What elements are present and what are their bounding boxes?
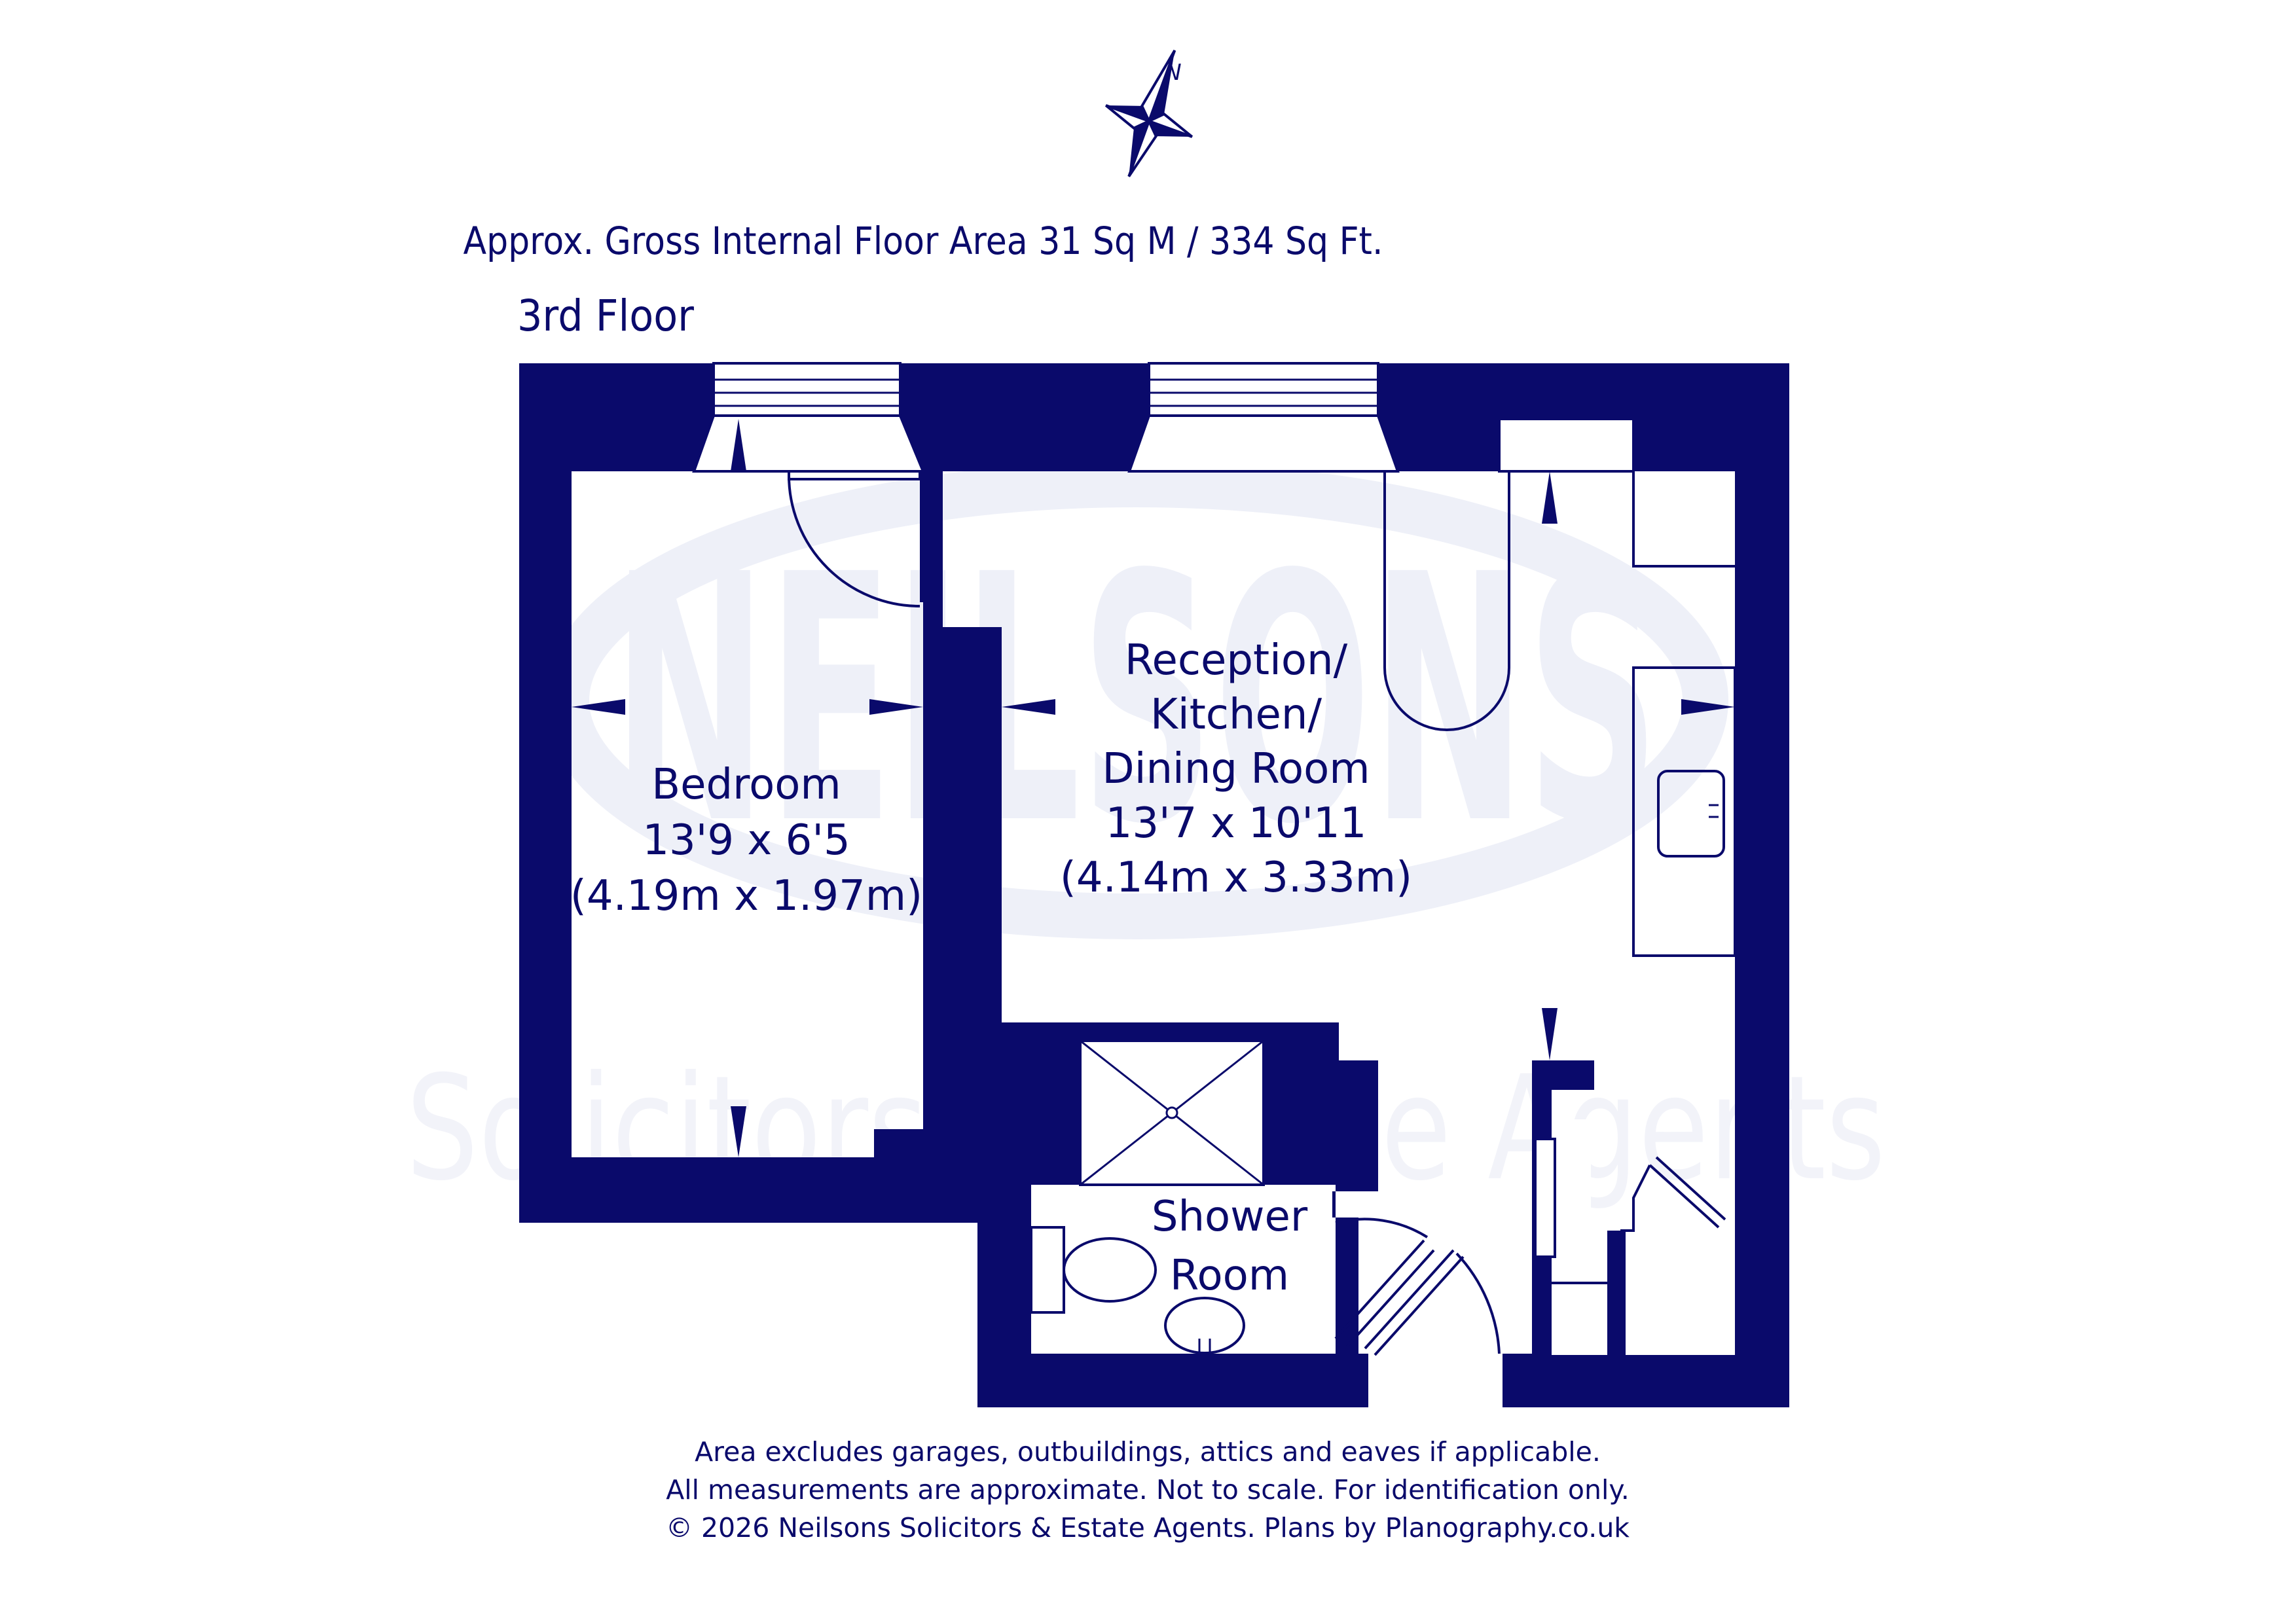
window-icon: [1127, 362, 1400, 473]
compass-north-letter: N: [1165, 60, 1181, 86]
door-swing-icon: [788, 470, 921, 607]
footer-line1: Area excludes garages, outbuildings, att…: [695, 1436, 1601, 1468]
window-icon: [692, 362, 925, 473]
sink-icon: [1657, 770, 1725, 857]
bedroom-dim-metric: (4.19m x 1.97m): [570, 872, 922, 920]
bedroom-label: Bedroom 13'9 x 6'5 (4.19m x 1.97m): [570, 761, 922, 920]
shower-tray-icon: [1079, 1039, 1265, 1186]
shower-line1: Shower: [1152, 1193, 1308, 1241]
compass-icon: [1104, 49, 1194, 177]
reception-label: Reception/ Kitchen/ Dining Room 13'7 x 1…: [1060, 636, 1412, 902]
footer-line2: All measurements are approximate. Not to…: [666, 1474, 1630, 1506]
floor-area-title: Approx. Gross Internal Floor Area 31 Sq …: [464, 219, 1383, 263]
reception-line3: Dining Room: [1102, 745, 1370, 793]
basin-icon: [1164, 1297, 1245, 1354]
bedroom-dim-imperial: 13'9 x 6'5: [642, 816, 850, 865]
kitchen-fittings: [1383, 471, 1736, 957]
window-icon: [1498, 418, 1635, 473]
reception-line1: Reception/: [1125, 636, 1348, 685]
shower-line2: Room: [1170, 1252, 1289, 1300]
walls: [519, 363, 1789, 1407]
floor-label: 3rd Floor: [517, 291, 695, 341]
reception-dim-metric: (4.14m x 3.33m): [1060, 854, 1412, 902]
dimension-arrow-icon: [572, 419, 1735, 1157]
door-swing-icon: [1334, 1218, 1501, 1356]
bedroom-name: Bedroom: [651, 761, 841, 809]
shower-room-label: Shower Room: [1152, 1193, 1308, 1300]
watermark-logo: NEILSONS: [612, 502, 1660, 899]
reception-line2: Kitchen/: [1150, 691, 1322, 739]
cupboard-fittings: [1534, 1138, 1726, 1284]
footer-line3: © 2026 Neilsons Solicitors & Estate Agen…: [666, 1512, 1630, 1543]
reception-dim-imperial: 13'7 x 10'11: [1106, 799, 1367, 848]
toilet-icon: [1030, 1226, 1157, 1314]
